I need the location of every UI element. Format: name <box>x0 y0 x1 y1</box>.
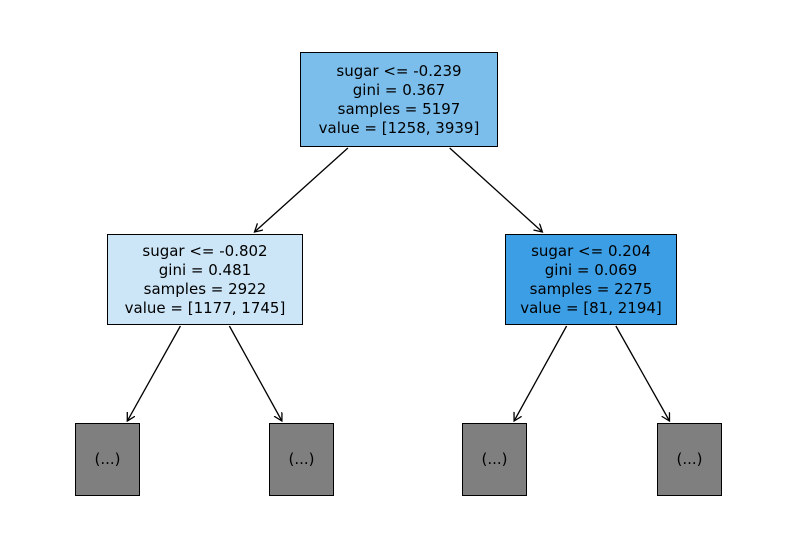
node-value: value = [1258, 3939] <box>318 118 480 137</box>
node-samples: samples = 2275 <box>529 279 653 298</box>
node-gini: gini = 0.481 <box>158 260 252 279</box>
edge-root-to-right-child <box>449 147 543 232</box>
node-split-rule: sugar <= -0.802 <box>142 241 268 260</box>
tree-leaf-collapsed: (...) <box>657 423 722 496</box>
node-split-rule: sugar <= 0.204 <box>531 241 651 260</box>
edge-right-child-to-leaf-3 <box>514 325 568 421</box>
leaf-ellipsis-label: (...) <box>288 450 315 468</box>
node-samples: samples = 5197 <box>337 99 461 118</box>
edge-left-child-to-leaf-1 <box>127 325 181 421</box>
node-gini: gini = 0.367 <box>352 80 446 99</box>
leaf-ellipsis-label: (...) <box>481 450 508 468</box>
tree-leaf-collapsed: (...) <box>269 423 334 496</box>
node-value: value = [81, 2194] <box>520 298 662 317</box>
leaf-ellipsis-label: (...) <box>94 450 121 468</box>
tree-node-right-child: sugar <= 0.204 gini = 0.069 samples = 22… <box>505 234 677 325</box>
node-samples: samples = 2922 <box>143 279 267 298</box>
node-value: value = [1177, 1745] <box>124 298 286 317</box>
tree-leaf-collapsed: (...) <box>75 423 140 496</box>
tree-node-root: sugar <= -0.239 gini = 0.367 samples = 5… <box>300 52 498 147</box>
node-gini: gini = 0.069 <box>544 260 638 279</box>
leaf-ellipsis-label: (...) <box>676 450 703 468</box>
node-split-rule: sugar <= -0.239 <box>336 61 462 80</box>
edge-left-child-to-leaf-2 <box>228 325 282 421</box>
edge-right-child-to-leaf-4 <box>615 325 670 421</box>
tree-node-left-child: sugar <= -0.802 gini = 0.481 samples = 2… <box>107 234 303 325</box>
tree-leaf-collapsed: (...) <box>462 423 527 496</box>
edge-root-to-left-child <box>255 147 349 232</box>
